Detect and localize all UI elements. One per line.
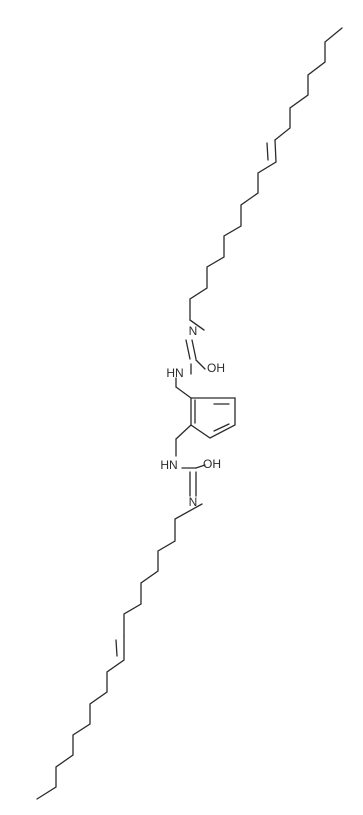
- atom-label-oh-top: OH: [207, 361, 225, 375]
- lower-chain: [36, 503, 203, 800]
- top-urea: [185, 339, 206, 375]
- atom-label-oh-bottom: OH: [203, 457, 221, 471]
- atom-label-n-top: N: [189, 324, 198, 338]
- bottom-urea: [181, 464, 206, 497]
- atom-label-n-bottom: N: [189, 495, 198, 509]
- atom-label-hn-bottom: HN: [160, 458, 177, 472]
- upper-chain: [189, 27, 343, 331]
- atom-label-hn-top: HN: [166, 366, 183, 380]
- benzene-ring: [175, 377, 236, 457]
